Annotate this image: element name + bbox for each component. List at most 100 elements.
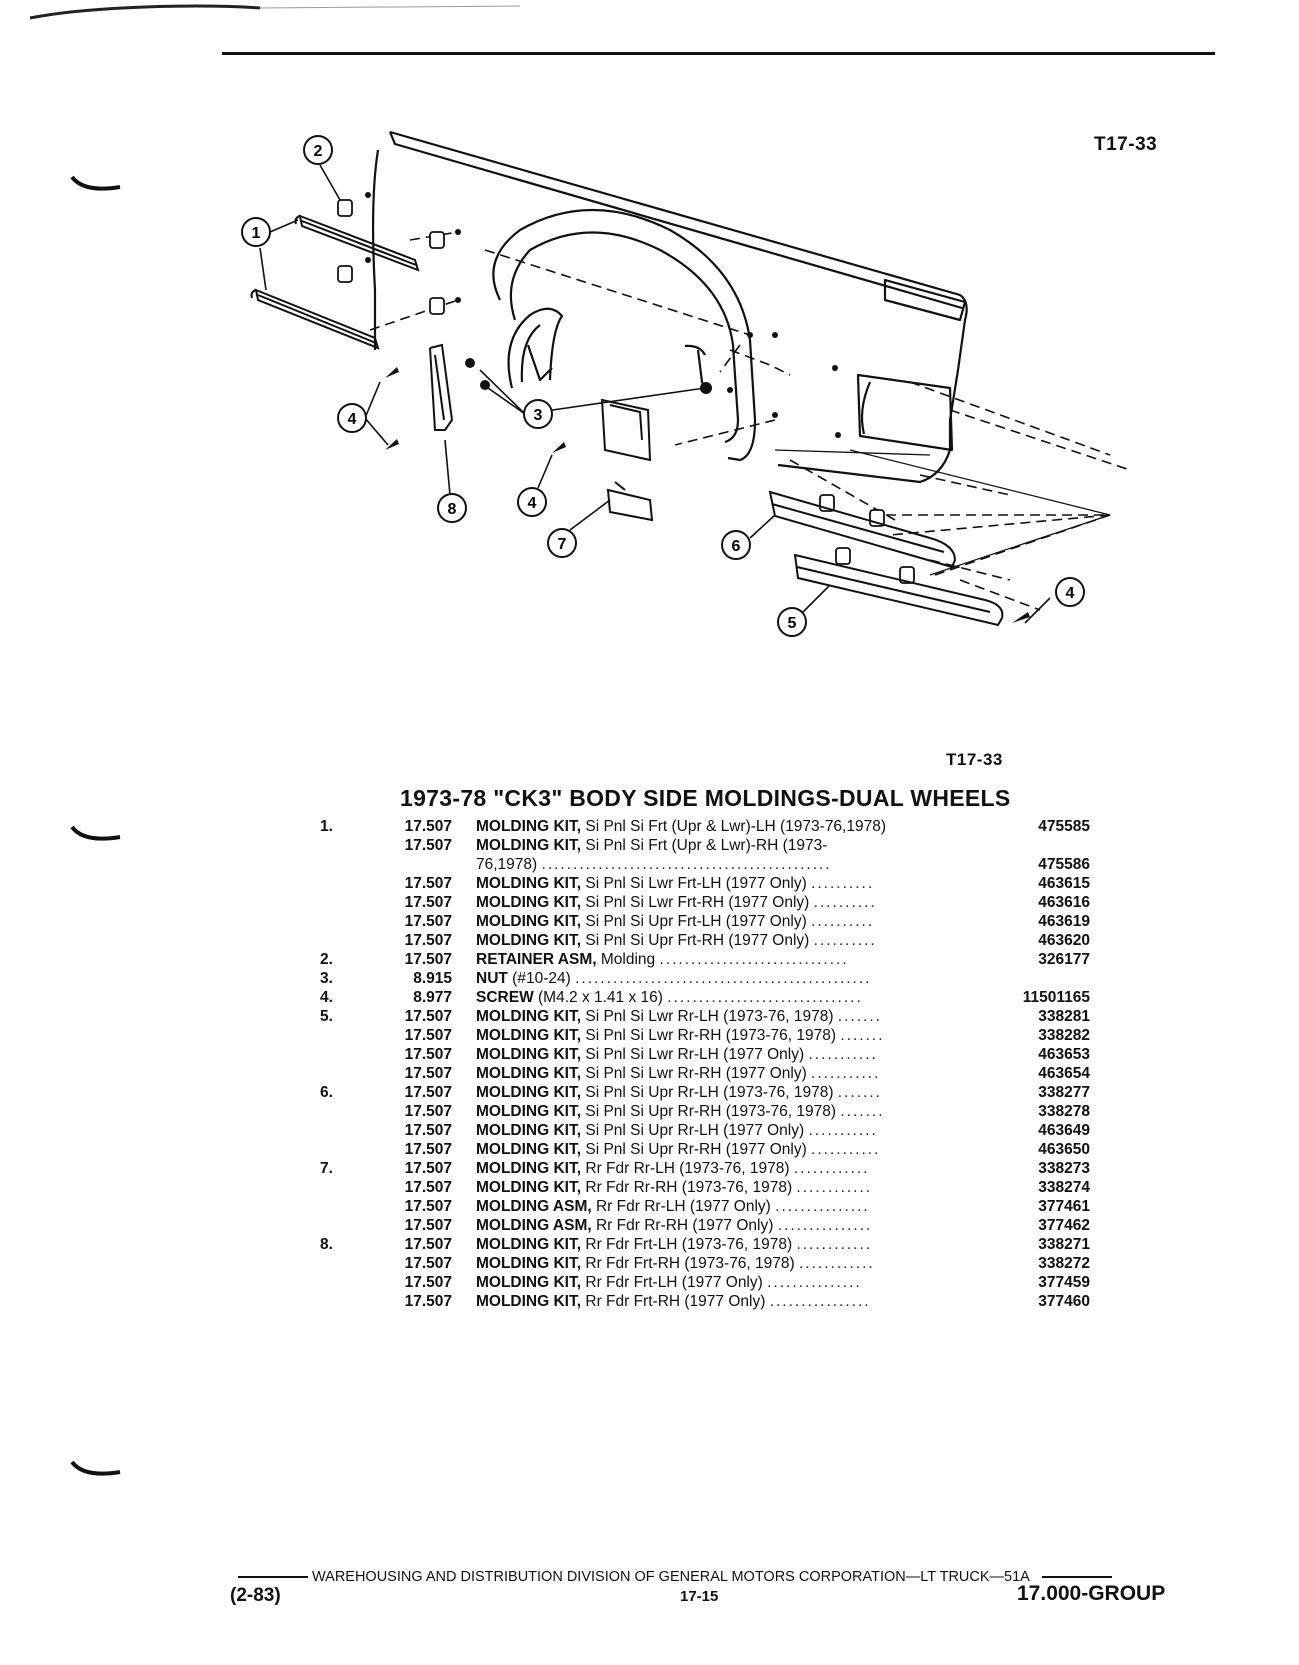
part-description: MOLDING KIT, Si Pnl Si Upr Frt-RH (1977 … (476, 931, 1091, 950)
part-name: MOLDING KIT, (476, 1027, 582, 1044)
ref-number: 2. (320, 951, 333, 968)
leader-dots: ....... (837, 1084, 882, 1101)
group-number: 17.507 (404, 818, 452, 835)
part-description: MOLDING KIT, Si Pnl Si Lwr Rr-RH (1973-7… (476, 1026, 1091, 1045)
group-number: 17.507 (404, 1198, 452, 1215)
group-number: 17.507 (404, 1008, 452, 1025)
callout-6: 6 (721, 530, 751, 560)
part-description: MOLDING ASM, Rr Fdr Rr-LH (1977 Only) ..… (476, 1197, 1091, 1216)
svg-text:1: 1 (252, 225, 261, 242)
svg-text:8: 8 (448, 501, 457, 518)
part-name: MOLDING KIT, (476, 1160, 582, 1177)
part-number: 338281 (1000, 1007, 1090, 1026)
leader-dots: ........... (808, 1046, 878, 1063)
rear-fender-rear-molding (600, 398, 652, 462)
part-name: RETAINER ASM, (476, 951, 597, 968)
ref-number: 6. (320, 1084, 333, 1101)
part-number: 463650 (1000, 1140, 1090, 1159)
part-name: MOLDING ASM, (476, 1198, 592, 1215)
parts-row: 17.507 MOLDING KIT, Rr Fdr Frt-LH (1977 O… (300, 1273, 1100, 1292)
group-number: 17.507 (404, 1274, 452, 1291)
part-name: MOLDING KIT, (476, 837, 582, 854)
part-description: MOLDING KIT, Rr Fdr Frt-LH (1977 Only) .… (476, 1273, 1091, 1292)
part-description: RETAINER ASM, Molding ..................… (476, 950, 1091, 969)
scan-artifact (29, 4, 521, 20)
group-number: 17.507 (404, 1255, 452, 1272)
group-number: 17.507 (404, 1179, 452, 1196)
part-number: 338274 (1000, 1178, 1090, 1197)
part-description: MOLDING KIT, Si Pnl Si Lwr Rr-RH (1977 O… (476, 1064, 1091, 1083)
part-detail: Si Pnl Si Lwr Frt-LH (1977 Only) (585, 875, 807, 892)
part-name: MOLDING KIT, (476, 818, 582, 835)
rear-lower-molding (793, 553, 1004, 627)
part-detail: Si Pnl Si Frt (Upr & Lwr)-RH (1973- (585, 837, 828, 854)
part-description: MOLDING KIT, Rr Fdr Rr-LH (1973-76, 1978… (476, 1159, 1091, 1178)
leader-dots: .......... (811, 875, 875, 892)
ref-number: 1. (320, 818, 333, 835)
wheel-opening-flare (492, 209, 757, 462)
callout-4a: 4 (337, 403, 367, 433)
part-number: 463615 (1000, 874, 1090, 893)
part-detail: Rr Fdr Rr-LH (1977 Only) (595, 1198, 771, 1215)
part-name: MOLDING KIT, (476, 1065, 582, 1082)
leader-dots: .......... (813, 932, 877, 949)
section-title: 1973-78 "CK3" BODY SIDE MOLDINGS-DUAL WH… (400, 785, 1011, 811)
part-name: MOLDING KIT, (476, 1084, 582, 1101)
part-number: 463649 (1000, 1121, 1090, 1140)
part-detail: Molding (600, 951, 656, 968)
callout-2: 2 (303, 135, 333, 165)
part-number: 463619 (1000, 912, 1090, 931)
group-number: 17.507 (404, 875, 452, 892)
tail-light-housing (856, 373, 954, 452)
group-number: 17.507 (404, 1046, 452, 1063)
svg-text:5: 5 (788, 615, 797, 632)
part-name: MOLDING KIT, (476, 1236, 582, 1253)
part-name: MOLDING KIT, (476, 1179, 582, 1196)
part-name: MOLDING KIT, (476, 1293, 582, 1310)
leader-dots: ................ (769, 1293, 871, 1310)
group-number: 17.507 (404, 1236, 452, 1253)
footer-text: WAREHOUSING AND DISTRIBUTION DIVISION OF… (312, 1569, 1030, 1585)
part-number: 463616 (1000, 893, 1090, 912)
callout-1: 1 (241, 217, 271, 247)
part-number: 377460 (1000, 1292, 1090, 1311)
group-number: 17.507 (404, 837, 452, 854)
part-number: 338277 (1000, 1083, 1090, 1102)
svg-text:4: 4 (348, 411, 357, 428)
part-number: 463620 (1000, 931, 1090, 950)
part-description: MOLDING KIT, Rr Fdr Frt-RH (1973-76, 197… (476, 1254, 1091, 1273)
part-detail: Si Pnl Si Lwr Rr-LH (1973-76, 1978) (585, 1008, 834, 1025)
leader-dots: .......... (813, 894, 877, 911)
ref-number: 5. (320, 1008, 333, 1025)
leader-dots: .............................. (659, 951, 849, 968)
part-detail: Rr Fdr Rr-RH (1973-76, 1978) (585, 1179, 793, 1196)
part-description: MOLDING KIT, Si Pnl Si Upr Rr-RH (1973-7… (476, 1102, 1091, 1121)
part-description: 76,1978) ...............................… (476, 855, 1091, 874)
part-number: 338282 (1000, 1026, 1090, 1045)
part-number: 11501165 (1000, 988, 1090, 1007)
part-name: MOLDING KIT, (476, 1122, 582, 1139)
part-name: MOLDING KIT, (476, 1141, 582, 1158)
leader-dots: ............... (775, 1198, 870, 1215)
group-number: 17.507 (404, 1103, 452, 1120)
leader-dots: ............ (796, 1236, 873, 1253)
part-description: MOLDING KIT, Si Pnl Si Lwr Frt-LH (1977 … (476, 874, 1091, 893)
part-description: MOLDING KIT, Rr Fdr Frt-RH (1977 Only) .… (476, 1292, 1091, 1311)
callout-3: 3 (523, 399, 553, 429)
part-detail: Si Pnl Si Upr Rr-LH (1973-76, 1978) (585, 1084, 834, 1101)
part-detail: Si Pnl Si Lwr Frt-RH (1977 Only) (585, 894, 810, 911)
part-name: MOLDING KIT, (476, 875, 582, 892)
part-number: 338273 (1000, 1159, 1090, 1178)
part-name: MOLDING KIT, (476, 932, 582, 949)
group-number: 17.507 (404, 894, 452, 911)
top-rule (222, 52, 1215, 55)
ref-number: 4. (320, 989, 333, 1006)
leader-dots: ....... (837, 1008, 882, 1025)
part-description: MOLDING KIT, Si Pnl Si Frt (Upr & Lwr)-L… (476, 817, 1091, 836)
binder-hole-mark (70, 175, 121, 191)
leader-dots: ........................................… (541, 856, 832, 873)
